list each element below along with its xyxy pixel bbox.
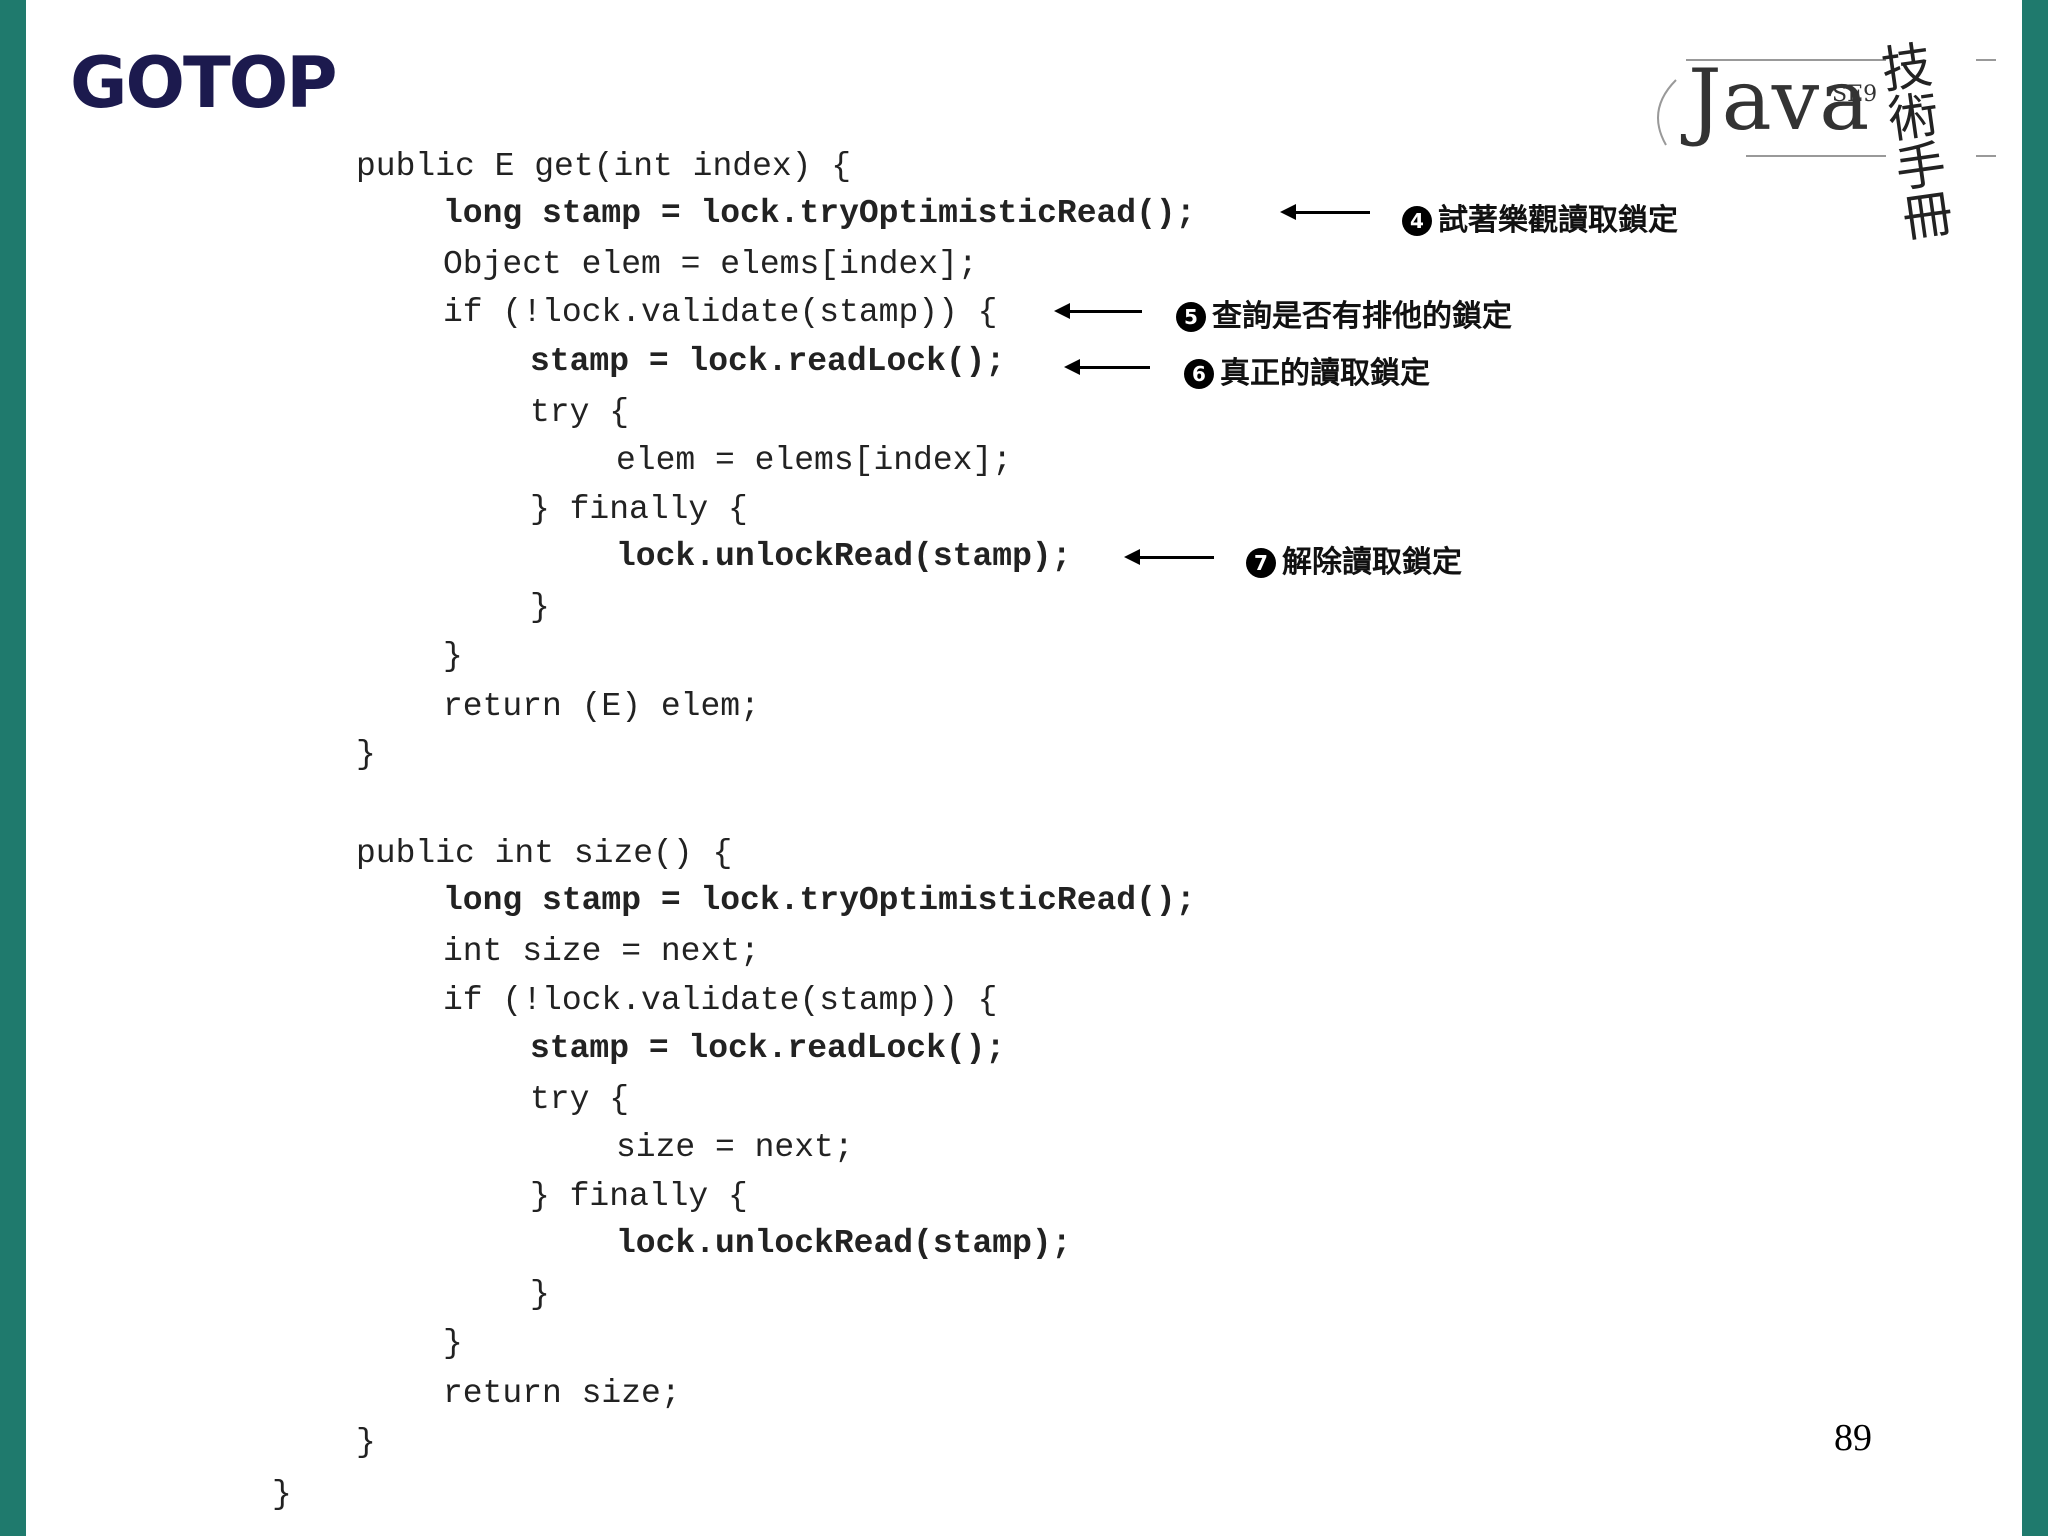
- annotation-text: 真正的讀取鎖定: [1220, 356, 1430, 391]
- java-se9-badge: Java SE9 技術手冊: [1636, 36, 1996, 249]
- code-line: } finally {: [530, 491, 748, 528]
- publisher-logo: GOTOP: [70, 42, 338, 124]
- code-line: }: [530, 1276, 550, 1313]
- code-line: }: [530, 589, 550, 626]
- code-line: }: [443, 1325, 463, 1362]
- annotation-arrow: [1054, 303, 1142, 319]
- code-line: return size;: [443, 1375, 681, 1412]
- code-line: stamp = lock.readLock();: [530, 343, 1006, 380]
- annotation-arrow: [1280, 204, 1370, 220]
- page-number: 89: [1834, 1417, 1872, 1459]
- annotation-note: 4 試著樂觀讀取鎖定: [1402, 206, 1678, 236]
- annotation-note: 6 真正的讀取鎖定: [1184, 359, 1430, 389]
- annotation-arrow: [1064, 359, 1150, 375]
- code-line: public int size() {: [356, 835, 733, 872]
- code-line: try {: [530, 394, 630, 431]
- code-line: }: [356, 1424, 376, 1461]
- annotation-arrow: [1124, 549, 1214, 565]
- left-accent-bar: [0, 0, 26, 1536]
- code-line: elem = elems[index];: [616, 442, 1013, 479]
- right-accent-bar: [2022, 0, 2048, 1536]
- code-line: size = next;: [616, 1129, 854, 1166]
- code-line: return (E) elem;: [443, 688, 760, 725]
- number-badge-icon: 6: [1184, 359, 1214, 389]
- annotation-text: 試著樂觀讀取鎖定: [1438, 203, 1678, 238]
- code-line: int size = next;: [443, 933, 760, 970]
- code-line: Object elem = elems[index];: [443, 246, 978, 283]
- annotation-note: 5 查詢是否有排他的鎖定: [1176, 302, 1512, 332]
- code-line: long stamp = lock.tryOptimisticRead();: [443, 882, 1196, 919]
- code-line: long stamp = lock.tryOptimisticRead();: [443, 195, 1196, 232]
- code-line: } finally {: [530, 1178, 748, 1215]
- code-line: if (!lock.validate(stamp)) {: [443, 294, 998, 331]
- code-line: lock.unlockRead(stamp);: [616, 538, 1072, 575]
- annotation-note: 7 解除讀取鎖定: [1246, 548, 1462, 578]
- code-line: }: [356, 736, 376, 773]
- code-line: try {: [530, 1081, 630, 1118]
- number-badge-icon: 4: [1402, 206, 1432, 236]
- code-line: }: [443, 638, 463, 675]
- annotation-text: 解除讀取鎖定: [1282, 545, 1462, 580]
- number-badge-icon: 7: [1246, 548, 1276, 578]
- annotation-text: 查詢是否有排他的鎖定: [1212, 299, 1512, 334]
- badge-se9-text: SE9: [1832, 82, 1878, 107]
- code-line: stamp = lock.readLock();: [530, 1030, 1006, 1067]
- code-line: public E get(int index) {: [356, 148, 852, 185]
- code-line: if (!lock.validate(stamp)) {: [443, 982, 998, 1019]
- code-line: }: [272, 1476, 292, 1513]
- code-line: lock.unlockRead(stamp);: [616, 1225, 1072, 1262]
- badge-java-text: Java: [1688, 51, 1870, 149]
- badge-swoosh-icon: [1657, 59, 1996, 157]
- number-badge-icon: 5: [1176, 302, 1206, 332]
